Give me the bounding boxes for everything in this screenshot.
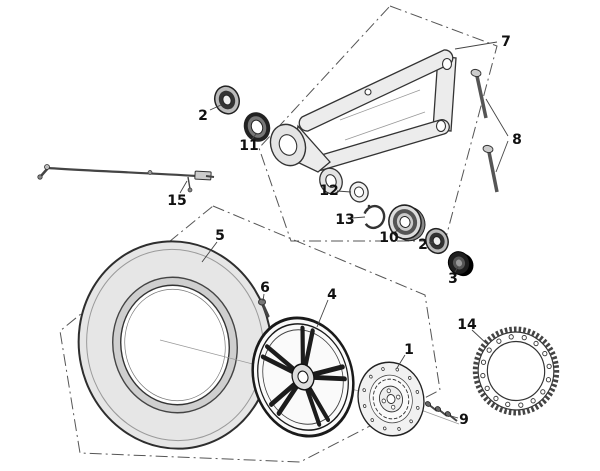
bearing-left-shape xyxy=(213,85,241,115)
label-2-right: 2 xyxy=(418,237,428,253)
label-6: 6 xyxy=(260,280,270,296)
label-14: 14 xyxy=(457,317,477,333)
swingarm-shape xyxy=(269,49,457,195)
label-11: 11 xyxy=(239,138,258,154)
label-1: 1 xyxy=(404,342,414,358)
tire-valve-shape xyxy=(258,298,270,318)
label-4: 4 xyxy=(327,287,337,303)
label-12: 12 xyxy=(319,183,338,199)
bearing-right-shape xyxy=(425,227,449,255)
tire-shape xyxy=(77,240,273,450)
washer-shape xyxy=(349,181,369,203)
label-2-left: 2 xyxy=(198,108,208,124)
leader-1 xyxy=(396,354,406,369)
circlip-shape xyxy=(362,204,386,230)
leader-15 xyxy=(179,180,188,194)
leader-12 xyxy=(336,190,352,193)
label-10: 10 xyxy=(379,230,399,246)
leader-2-right xyxy=(428,241,435,244)
leader-11 xyxy=(251,132,258,140)
label-5: 5 xyxy=(215,228,225,244)
label-8: 8 xyxy=(512,132,522,148)
dust-seal-shape xyxy=(243,112,271,142)
label-13: 13 xyxy=(335,212,354,228)
leader-2-left xyxy=(209,104,222,111)
abs-sensor-ring-shape xyxy=(472,326,560,416)
leader-10 xyxy=(393,227,401,234)
axle-nut-shape xyxy=(447,251,474,277)
leader-8b xyxy=(495,140,509,173)
leader-3 xyxy=(454,266,459,273)
phantom-boundary-swingarm xyxy=(258,5,498,242)
wheel-rim-shape xyxy=(251,316,355,438)
label-9: 9 xyxy=(459,412,469,428)
brake-disc-shape xyxy=(357,361,425,437)
leader-9 xyxy=(450,415,459,419)
label-3: 3 xyxy=(448,271,458,287)
label-15: 15 xyxy=(167,193,186,209)
leader-7 xyxy=(454,41,498,50)
leader-6 xyxy=(262,293,265,302)
brake-hose-shape xyxy=(37,164,215,193)
part-labels: 7 2 11 8 12 13 10 2 3 15 5 6 4 1 14 9 xyxy=(167,34,522,428)
disc-screws-shape xyxy=(424,401,458,422)
leader-4 xyxy=(316,299,329,328)
leader-8a xyxy=(485,98,509,137)
mount-bolts-shape xyxy=(470,68,499,193)
leader-lines xyxy=(179,41,509,419)
leader-14 xyxy=(471,329,488,345)
leader-5 xyxy=(201,241,218,263)
label-7: 7 xyxy=(501,34,511,50)
leader-13 xyxy=(351,216,366,219)
phantom-boundary-wheel xyxy=(59,205,441,463)
